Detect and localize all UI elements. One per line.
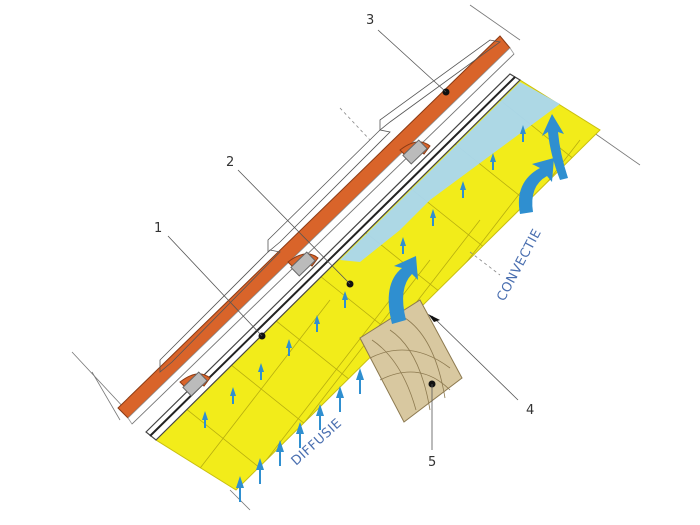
tile-clip-1 <box>179 371 211 397</box>
callout-4-pointer <box>428 314 440 322</box>
callout-3-label: 3 <box>366 13 374 28</box>
moisture-zone <box>340 82 560 262</box>
membrane-layer <box>145 73 521 441</box>
tile-brackets <box>159 39 501 373</box>
tile-clip-2 <box>287 251 319 277</box>
callout-1-label: 1 <box>154 221 162 236</box>
tile-clip-3 <box>399 139 431 165</box>
callout-leaders <box>167 29 519 450</box>
dashed-guides <box>339 107 501 276</box>
callout-5-label: 5 <box>428 455 436 470</box>
callout-4-label: 4 <box>526 403 534 418</box>
diffusion-arrows <box>202 125 526 502</box>
convection-arrows <box>388 114 568 324</box>
callout-2-label: 2 <box>226 155 234 170</box>
convection-label: CONVECTIE <box>494 226 545 303</box>
